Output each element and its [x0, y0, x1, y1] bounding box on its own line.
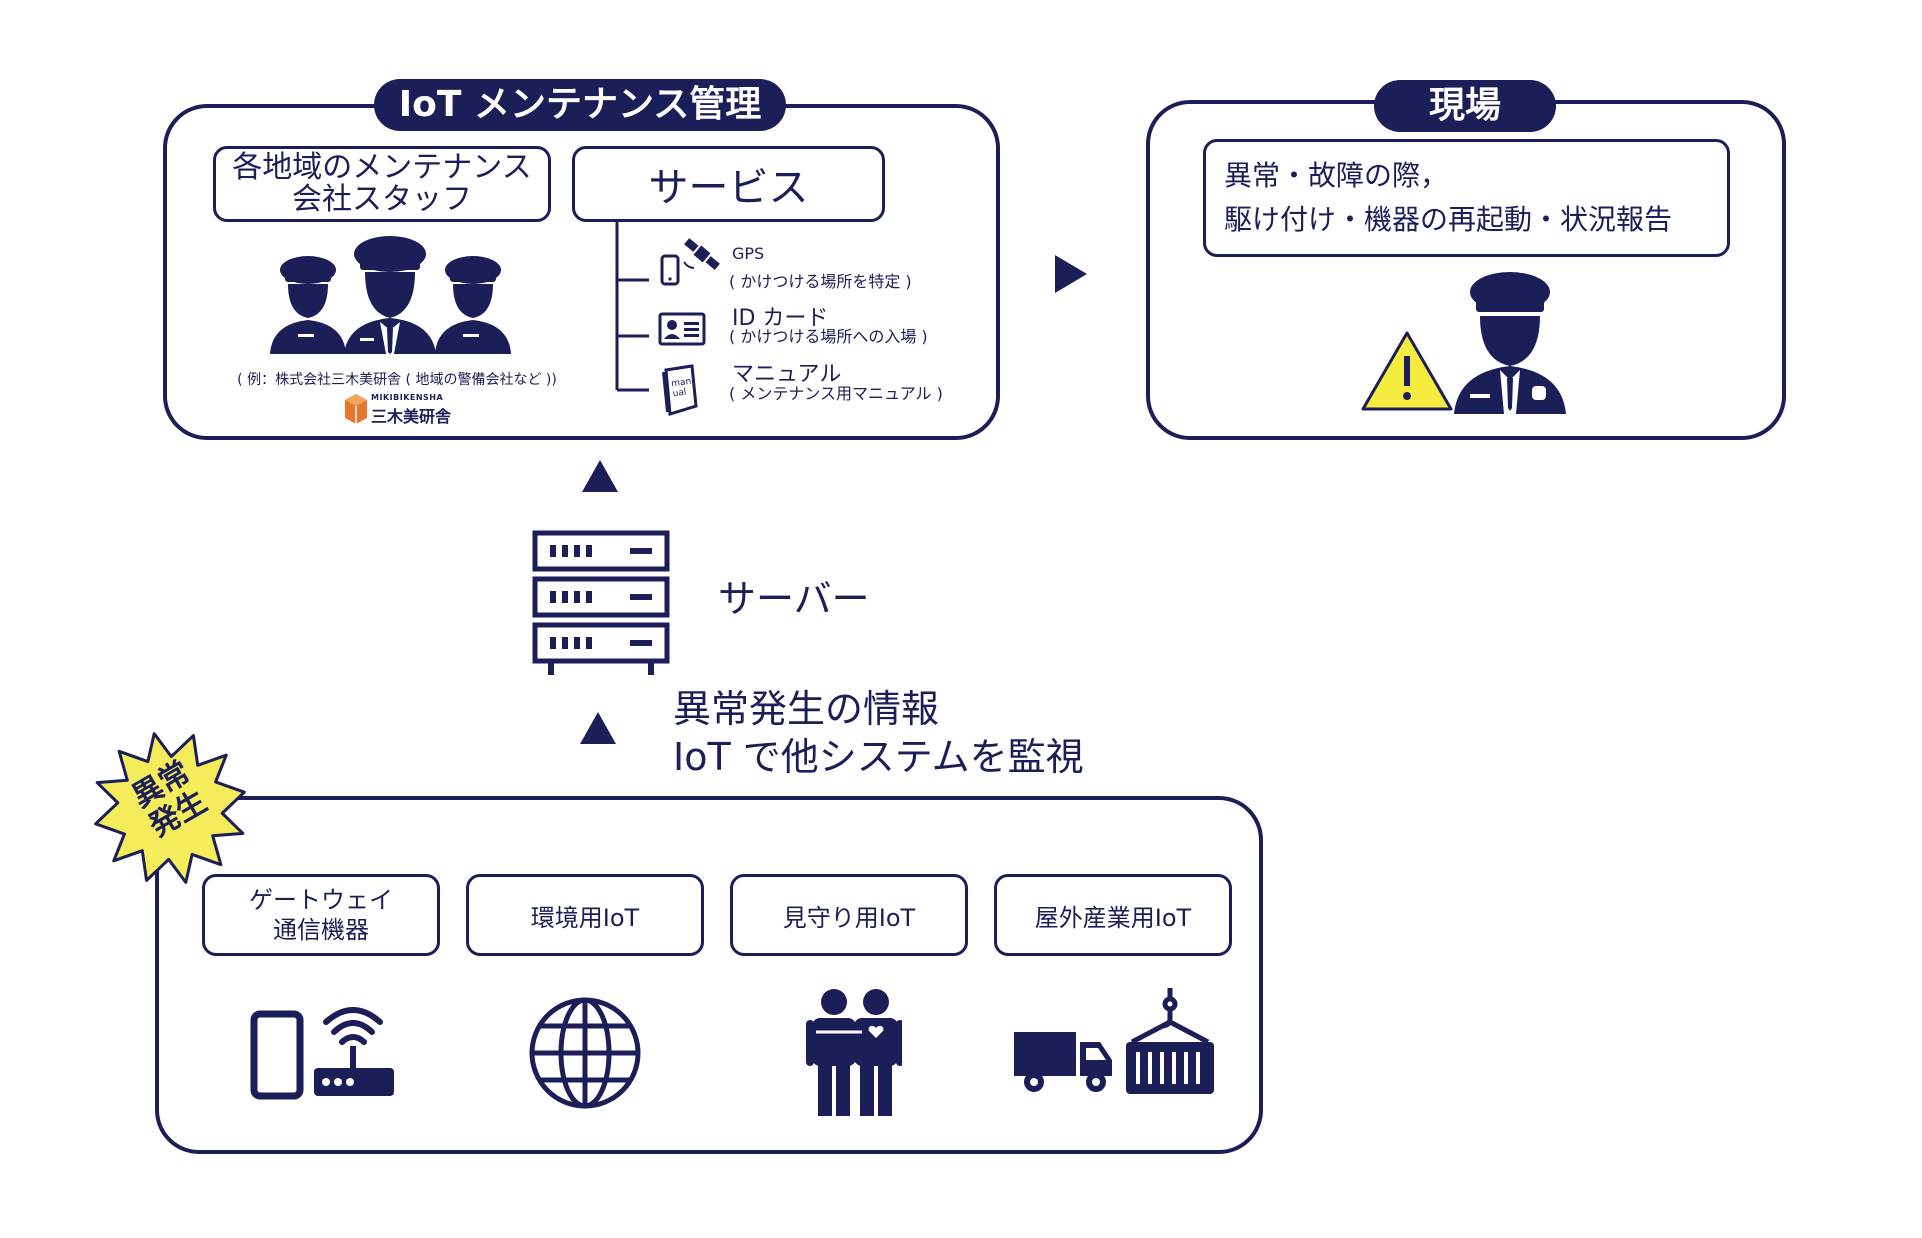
anomaly-badge: 異常 発生 [90, 728, 250, 888]
service-tree-lines [615, 222, 649, 392]
arrow-right-icon [1055, 255, 1087, 293]
device-gateway-line1: ゲートウェイ [249, 886, 393, 914]
device-box-gateway: ゲートウェイ 通信機器 [202, 874, 440, 956]
service-gps-title: GPS [732, 244, 765, 263]
device-gateway-line2: 通信機器 [273, 916, 369, 944]
service-id-sub: ( かけつける場所への入場 ) [729, 327, 928, 346]
device-industrial-label: 屋外産業用IoT [1034, 903, 1192, 932]
iot-panel [155, 796, 1263, 1154]
service-id-title: ID カード [732, 306, 829, 331]
staff-box: 各地域のメンテナンス 会社スタッフ [213, 146, 551, 222]
staff-group-icon [270, 236, 511, 354]
service-label: サービス [648, 165, 809, 211]
staff-example: ( 例：株式会社三木美研舎 ( 地域の警備会社など )) [237, 372, 557, 388]
device-box-environment: 環境用IoT [466, 874, 704, 956]
arrow-up-icon [582, 460, 618, 492]
device-watch-label: 見守り用IoT [782, 903, 916, 932]
service-gps-sub: ( かけつける場所を特定 ) [729, 272, 912, 291]
burst-icon [94, 732, 246, 884]
info-line2: IoT で他システムを監視 [673, 735, 1084, 779]
service-box: サービス [572, 146, 885, 222]
truck-container-icon [1014, 988, 1214, 1094]
manual-book-icon: man ual [660, 364, 700, 416]
satellite-phone-icon [660, 238, 720, 286]
field-title: 現場 [1374, 80, 1556, 132]
device-box-watch: 見守り用IoT [730, 874, 968, 956]
server-label: サーバー [718, 577, 870, 621]
logo-japanese: 三木美研舎 [371, 407, 452, 426]
arrow-up-icon [580, 712, 616, 744]
id-card-icon [658, 312, 706, 346]
staff-line2: 会社スタッフ [292, 182, 472, 217]
server-icon [532, 530, 670, 675]
warning-icon [1361, 331, 1453, 411]
service-manual-title: マニュアル [732, 362, 842, 387]
service-manual-sub: ( メンテナンス用マニュアル ) [729, 384, 943, 403]
globe-icon [529, 997, 641, 1109]
device-environment-label: 環境用IoT [530, 903, 640, 932]
guard-icon [1454, 272, 1566, 414]
staff-line1: 各地域のメンテナンス [232, 150, 532, 185]
smartphone-router-icon [250, 1007, 394, 1100]
info-line1: 異常発生の情報 [673, 687, 940, 731]
field-line2: 駆け付け・機器の再起動・状況報告 [1224, 203, 1673, 236]
field-instruction-box: 異常・故障の際， 駆け付け・機器の再起動・状況報告 [1203, 139, 1730, 257]
company-logo: MIKIBIKENSHA 三木美研舎 [343, 392, 453, 428]
device-box-industrial: 屋外産業用IoT [994, 874, 1232, 956]
logo-english: MIKIBIKENSHA [371, 393, 444, 402]
logo-cube-icon [345, 394, 367, 424]
couple-icon [806, 989, 902, 1116]
manual-icon-text: man ual [670, 376, 692, 400]
field-line1: 異常・故障の際， [1224, 159, 1449, 192]
maintenance-title: IoT メンテナンス管理 [374, 79, 786, 131]
